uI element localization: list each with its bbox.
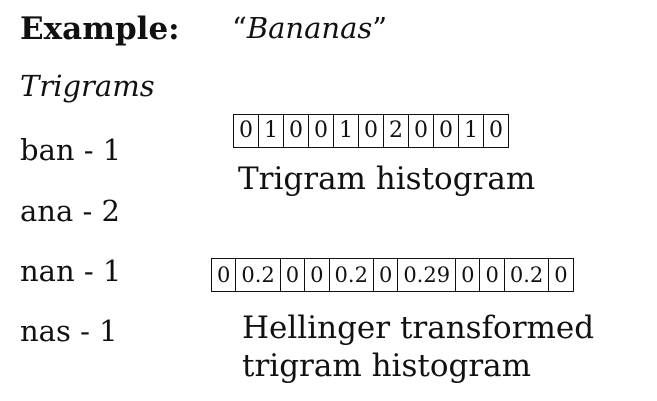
- example-word: “Bananas”: [232, 14, 387, 43]
- histogram-cell: 2: [384, 115, 409, 147]
- open-quote: “: [232, 11, 247, 45]
- histogram-cell: 0: [234, 115, 259, 147]
- histogram-cell: 0: [359, 115, 384, 147]
- histogram-cell: 0: [456, 259, 481, 291]
- histogram-cell: 0: [284, 115, 309, 147]
- histogram-cell: 0: [480, 259, 505, 291]
- histogram-cell: 0: [309, 115, 334, 147]
- histogram-cell: 0: [409, 115, 434, 147]
- histogram-cell: 0: [554, 263, 568, 287]
- histogram-cell: 0: [305, 259, 330, 291]
- trigram-histogram: 0 1 0 0 1 0 2 0 0 1 0: [233, 114, 509, 148]
- example-label: Example:: [20, 11, 180, 47]
- histogram-cell: 1: [334, 115, 359, 147]
- histogram-cell: 0.2: [236, 259, 281, 291]
- trigrams-heading: Trigrams: [20, 69, 155, 103]
- hellinger-histogram: 0 0.2 0 0 0.2 0 0.29 0 0 0.2 0: [211, 258, 574, 292]
- histogram-cell: 0.2: [330, 259, 374, 291]
- example-word-text: Bananas: [246, 11, 373, 45]
- trigram-item-nas: nas - 1: [20, 314, 118, 348]
- histogram-cell: 0: [434, 115, 459, 147]
- histogram-cell: 0.29: [398, 259, 457, 291]
- histogram-cell: 0: [281, 259, 306, 291]
- histogram-cell: 0.2: [505, 259, 550, 291]
- trigram-item-nan: nan - 1: [20, 254, 122, 288]
- histogram-cell: 1: [459, 115, 484, 147]
- trigram-item-ana: ana - 2: [20, 194, 120, 228]
- hellinger-histogram-caption: Hellinger transformed trigram histogram: [242, 310, 595, 384]
- histogram-cell: 0: [489, 118, 503, 143]
- histogram-cell: 0: [212, 259, 237, 291]
- trigram-histogram-caption: Trigram histogram: [238, 161, 536, 197]
- histogram-cell: 0: [374, 259, 399, 291]
- close-quote: ”: [372, 11, 388, 45]
- histogram-cell: 1: [259, 115, 284, 147]
- trigram-item-ban: ban - 1: [20, 133, 122, 167]
